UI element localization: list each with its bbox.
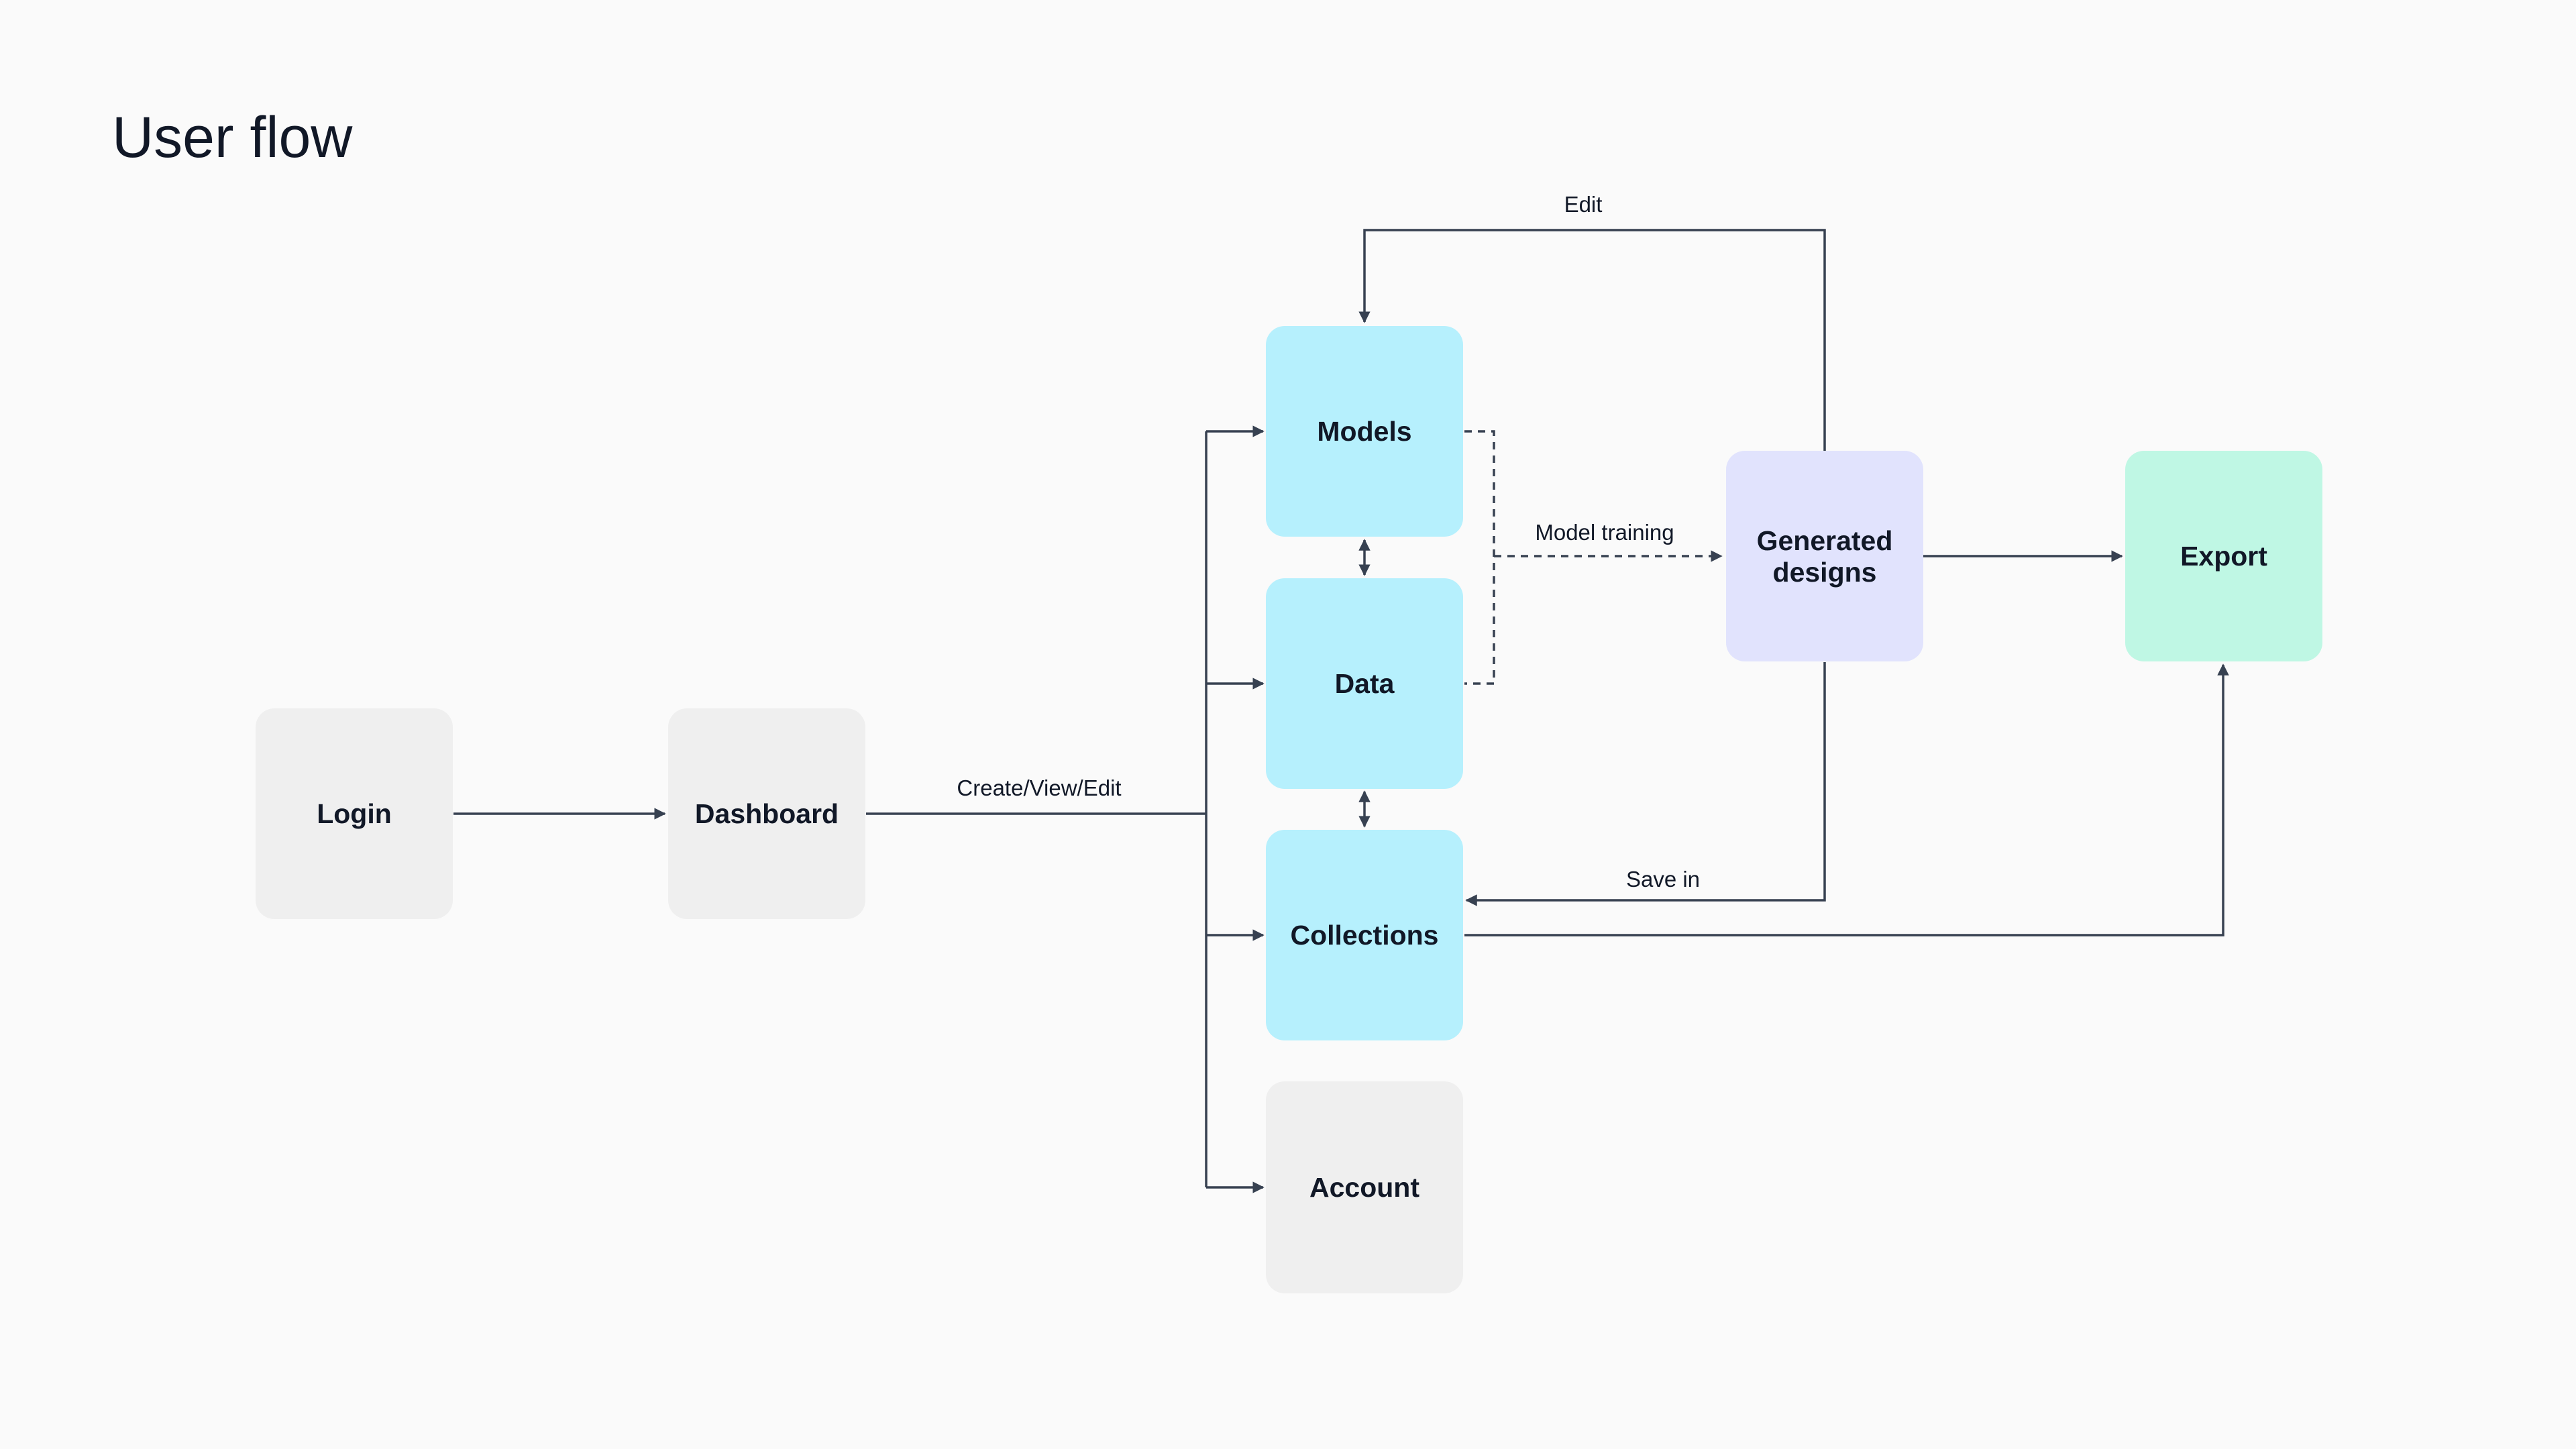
node-data-label: Data: [1335, 668, 1395, 699]
edge-label-save-in: Save in: [1626, 867, 1700, 892]
edge-save-in-to-collections: [1465, 662, 1826, 906]
edge-collections-to-export: [1464, 663, 2229, 936]
node-login[interactable]: Login: [256, 708, 453, 919]
node-data[interactable]: Data: [1266, 578, 1463, 789]
node-models[interactable]: Models: [1266, 326, 1463, 537]
edge-label-create-view-edit: Create/View/Edit: [957, 775, 1121, 800]
node-collections[interactable]: Collections: [1266, 830, 1463, 1040]
node-generated-designs[interactable]: Generated designs: [1726, 451, 1923, 661]
edge-edit-to-models: [1358, 229, 1826, 451]
node-generated-label-line2: designs: [1773, 557, 1877, 588]
node-dashboard-label: Dashboard: [695, 798, 839, 829]
node-account-label: Account: [1309, 1172, 1419, 1203]
node-models-label: Models: [1317, 416, 1411, 447]
edge-model-training-bracket: [1464, 430, 1495, 685]
node-login-label: Login: [317, 798, 392, 829]
node-generated-label-line1: Generated: [1757, 525, 1893, 556]
page-title: User flow: [112, 105, 353, 170]
node-export-label: Export: [2180, 541, 2267, 572]
node-account[interactable]: Account: [1266, 1081, 1463, 1293]
edge-label-model-training: Model training: [1535, 520, 1674, 545]
edge-label-edit: Edit: [1564, 192, 1603, 217]
node-export[interactable]: Export: [2125, 451, 2322, 661]
node-collections-label: Collections: [1291, 920, 1439, 951]
node-dashboard[interactable]: Dashboard: [668, 708, 865, 919]
